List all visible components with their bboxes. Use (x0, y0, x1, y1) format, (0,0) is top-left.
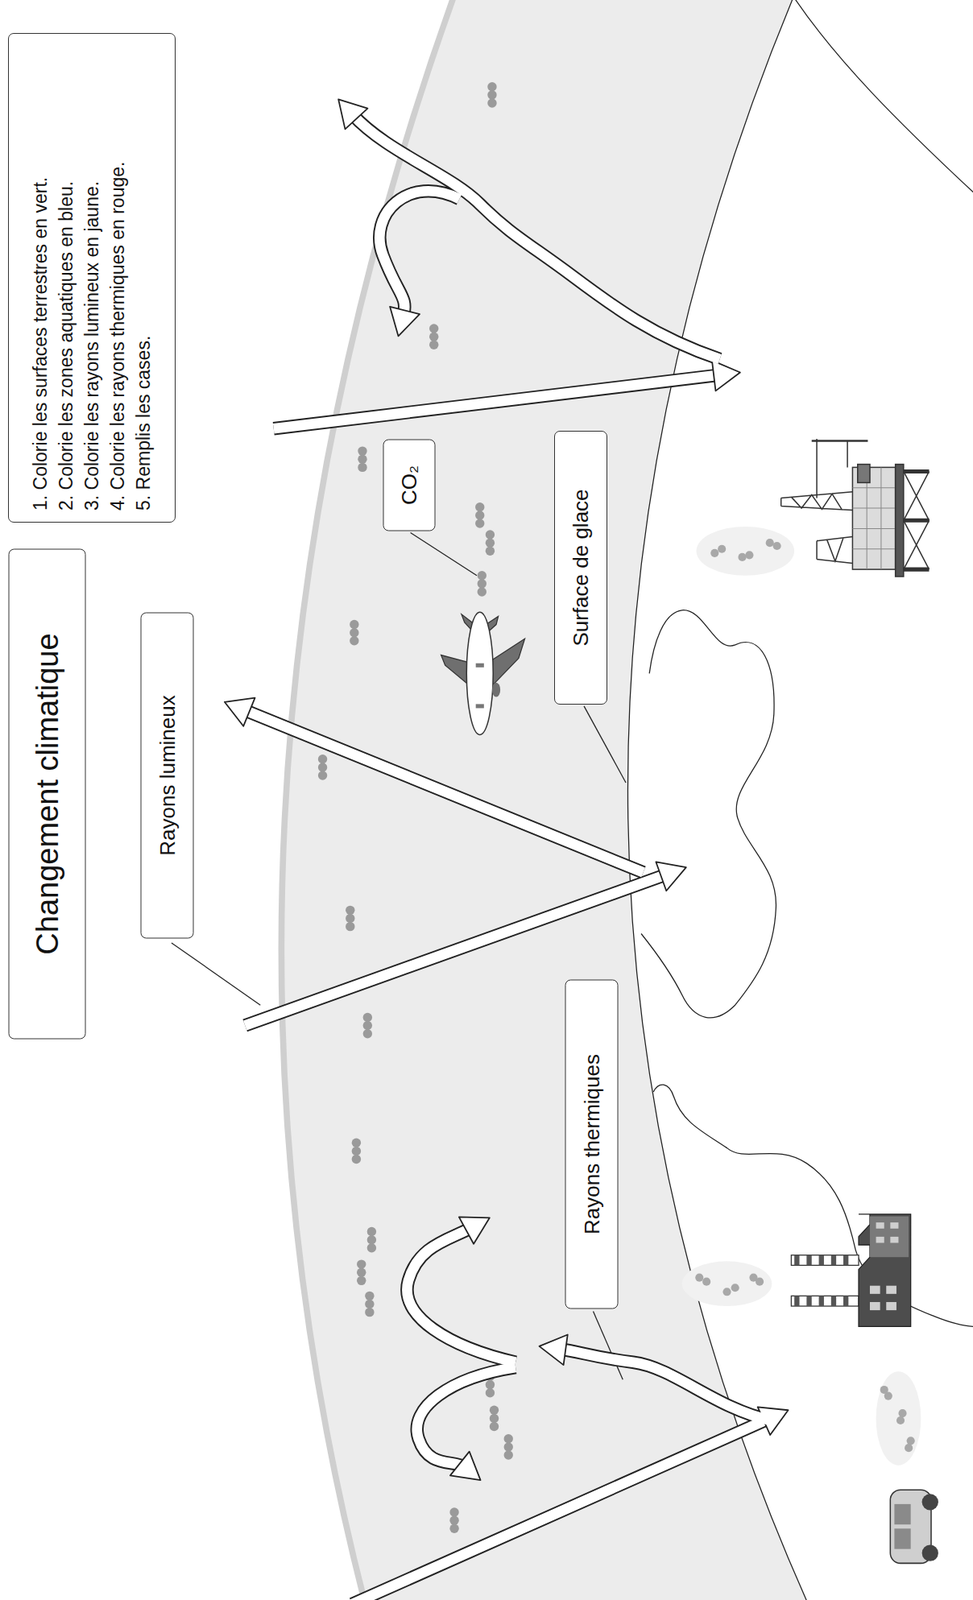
earth-surface (627, 0, 808, 1600)
label-box: Surface de glace (554, 430, 608, 705)
box-text: 2. Colorie les zones aquatiques en bleu. (53, 181, 79, 511)
ray-arrow-outline (243, 114, 771, 1600)
box-text: 3. Colorie les rayons lumineux en jaune. (78, 181, 105, 511)
atmosphere-boundary (281, 0, 455, 1600)
land-coast (794, 0, 973, 195)
label-box: CO₂ (383, 438, 436, 531)
label-box: Rayons thermiques (564, 980, 618, 1310)
oil-rig (781, 438, 930, 577)
box-text: Rayons lumineux (153, 695, 181, 856)
car (890, 1490, 939, 1564)
atmosphere (281, 0, 809, 1600)
factory (790, 1214, 911, 1327)
airplane (441, 612, 526, 735)
box-text: Surface de glace (567, 488, 595, 646)
title-text: Changement climatique (27, 633, 67, 955)
box-text: 1. Colorie les surfaces terrestres en ve… (27, 177, 54, 511)
instruction-box: 1. Colorie les surfaces terrestres en ve… (8, 33, 176, 523)
title-box: Changement climatique (8, 549, 86, 1040)
land-coast (653, 1084, 973, 1327)
ice-surface (641, 610, 776, 1019)
box-text: 4. Colorie les rayons thermiques en roug… (104, 161, 131, 511)
box-text: 5. Remplis les cases. (130, 335, 157, 511)
label-box: Rayons lumineux (140, 612, 194, 940)
ray-arrow (243, 114, 771, 1600)
box-text: CO₂ (396, 464, 423, 505)
box-text: Rayons thermiques (578, 1054, 605, 1235)
smoke-cloud (682, 526, 922, 1466)
